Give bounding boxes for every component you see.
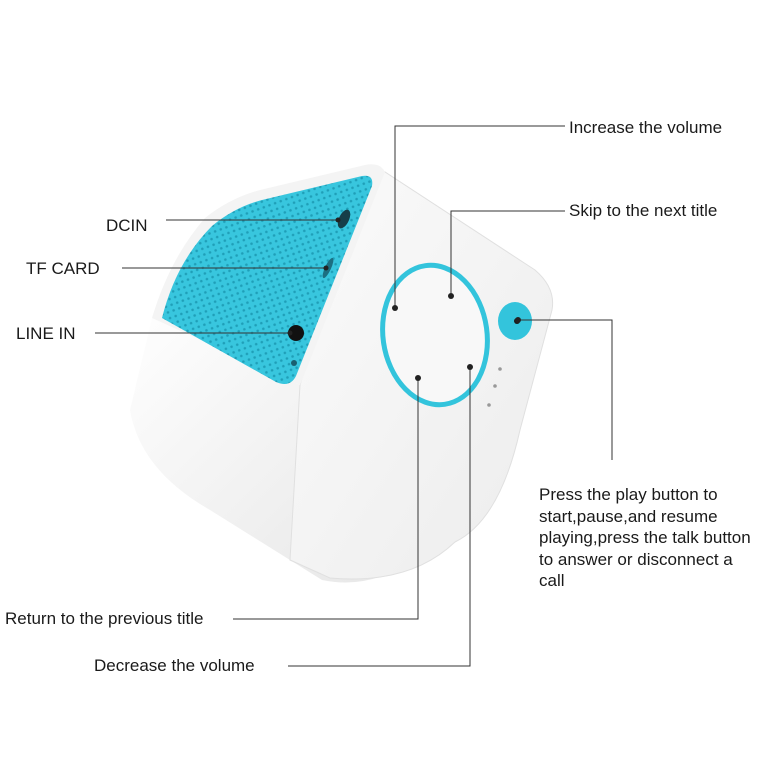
label-line-in: LINE IN xyxy=(16,324,76,343)
leader-increase-volume xyxy=(394,125,565,308)
leader-skip-next xyxy=(450,210,565,296)
label-play-description: Press the play button to start,pause,and… xyxy=(539,485,751,590)
dcin-port xyxy=(337,209,351,229)
grille-hole xyxy=(291,360,297,366)
indicator-dot xyxy=(487,403,491,407)
speaker-grille xyxy=(162,175,373,384)
leader-endpoints xyxy=(287,217,521,381)
leader-previous-title xyxy=(233,378,419,620)
indicator-dot xyxy=(493,384,497,388)
label-tf-card: TF CARD xyxy=(26,259,100,278)
label-dcin: DCIN xyxy=(106,216,148,235)
leader-lines xyxy=(95,125,613,667)
leader-decrease-volume xyxy=(288,367,471,667)
line-in-jack xyxy=(288,325,304,341)
label-previous-title: Return to the previous title xyxy=(5,609,204,628)
leader-play xyxy=(518,319,613,460)
label-skip-next: Skip to the next title xyxy=(569,201,718,220)
indicator-dot xyxy=(498,367,502,371)
label-increase-volume: Increase the volume xyxy=(569,118,723,137)
control-ring[interactable] xyxy=(374,258,496,411)
label-decrease-volume: Decrease the volume xyxy=(94,656,255,675)
